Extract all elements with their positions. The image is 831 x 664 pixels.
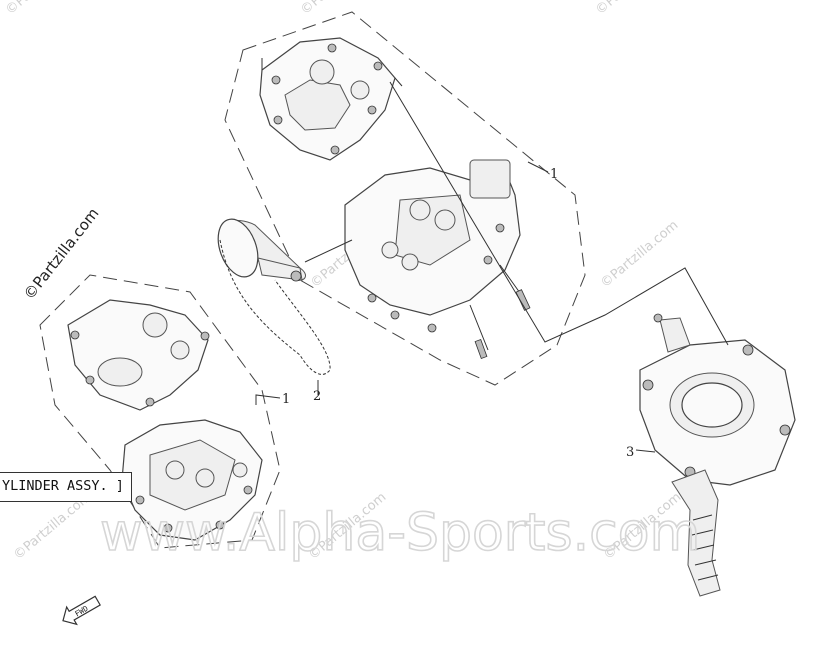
callout-leader [255, 394, 281, 405]
group-outline-left [39, 274, 281, 549]
watermark-large: www.Alpha-Sports.com [100, 503, 700, 563]
cam-chain-assembly [217, 218, 331, 375]
cylinder-head-top [344, 159, 531, 359]
callout-leader [527, 161, 549, 173]
callout-1-left: 1 [282, 392, 290, 407]
assembly-title-label: YLINDER ASSY. ] [0, 472, 132, 502]
watermark-small: ©Partzilla.com [3, 0, 86, 18]
group-outline-top [224, 11, 586, 386]
cylinder-block [639, 313, 796, 597]
connector-line [304, 239, 353, 263]
callout-3: 3 [626, 445, 634, 460]
cylinder-head-left [121, 419, 263, 541]
connector-line [389, 81, 729, 346]
watermark-small: ©Partzilla.com [598, 218, 681, 291]
callout-1-top: 1 [550, 167, 558, 182]
cylinder-head-cover-top [259, 37, 403, 161]
callout-leader [635, 449, 656, 453]
forward-arrow-icon: FWD [62, 595, 101, 626]
callout-2: 2 [313, 389, 321, 404]
watermark-small: ©Partzilla.com [593, 0, 676, 18]
cylinder-head-cover-left [67, 299, 210, 411]
watermark-small: ©Partzilla.com [298, 0, 381, 18]
